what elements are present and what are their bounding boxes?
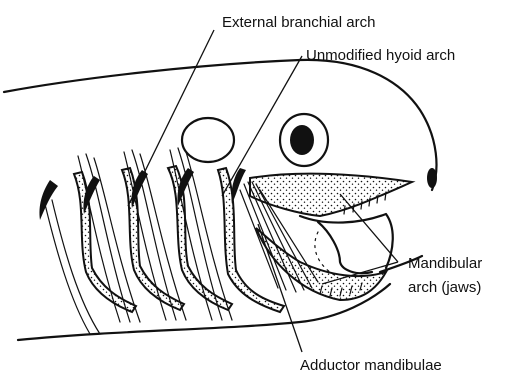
label-unmodified-hyoid-arch: Unmodified hyoid arch bbox=[306, 47, 455, 64]
label-adductor-mandibulae: Adductor mandibulae bbox=[300, 357, 442, 374]
upper-jaw bbox=[250, 174, 412, 216]
spiracle bbox=[182, 118, 234, 162]
mouth-cavity bbox=[300, 214, 393, 276]
label-mandibular-arch-line1: Mandibular bbox=[408, 255, 482, 272]
lower-jaw bbox=[256, 222, 386, 300]
eye bbox=[280, 114, 328, 166]
label-mandibular-arch-line2: arch (jaws) bbox=[408, 279, 481, 296]
label-external-branchial-arch: External branchial arch bbox=[222, 14, 375, 31]
leader-adductor-mandibulae bbox=[258, 224, 302, 352]
nostril bbox=[427, 168, 437, 188]
